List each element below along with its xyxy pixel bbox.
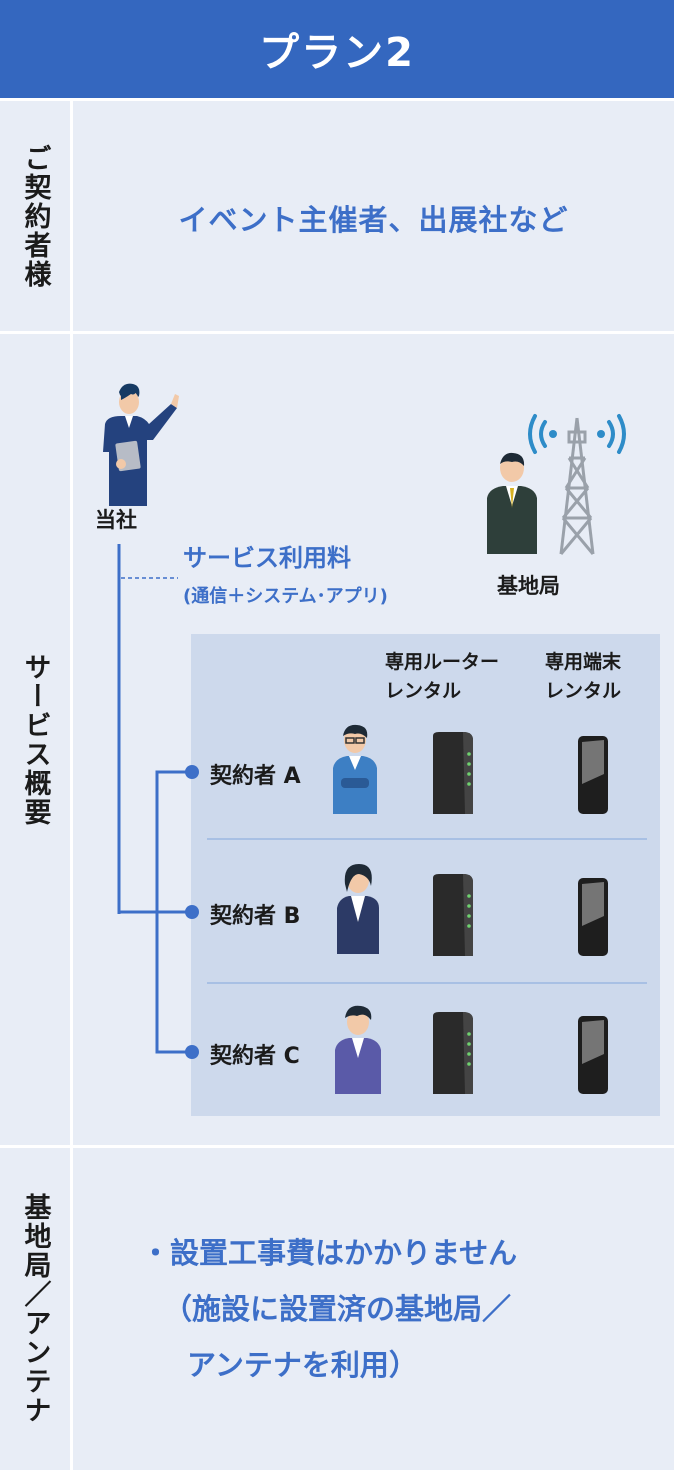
contractor-c-person-icon: [335, 1005, 381, 1094]
fee-title: サービス利用料: [183, 544, 351, 572]
terminal-header-line2: レンタル: [545, 680, 622, 702]
connector-dot: [185, 905, 199, 919]
contractor-label: ご契約者様: [19, 143, 51, 289]
connector-lines: [117, 544, 191, 1054]
router-header-line2: レンタル: [385, 680, 462, 702]
plan-title: プラン2: [0, 0, 674, 98]
row-label-overview: サービス概要: [0, 334, 70, 1145]
note-line-3: アンテナを利用）: [187, 1348, 418, 1382]
contractor-b-person-icon: [337, 864, 379, 954]
note-line-1: ・設置工事費はかかりません: [141, 1236, 518, 1270]
row-label-contractor: ご契約者様: [0, 101, 70, 331]
terminal-header-line1: 専用端末: [545, 651, 622, 673]
base-station-tower-icon: [528, 414, 626, 555]
contractor-c-label: 契約者 C: [210, 1044, 300, 1069]
overview-label: サービス概要: [19, 652, 51, 827]
connector-dot: [185, 765, 199, 779]
router-b-icon: [433, 874, 473, 956]
row-label-station: 基地局／アンテナ: [0, 1148, 70, 1470]
company-person-icon: [103, 383, 179, 506]
contractor-a-label: 契約者 A: [210, 764, 301, 789]
contractor-value: イベント主催者、出展社など: [178, 203, 569, 237]
row-contractor: イベント主催者、出展社など: [73, 101, 674, 331]
terminal-column-header: 専用端末 レンタル: [545, 648, 621, 706]
router-column-header: 専用ルーター レンタル: [385, 648, 499, 706]
terminal-c-icon: [578, 1016, 608, 1094]
station-staff-icon: [487, 452, 537, 554]
terminal-a-icon: [578, 736, 608, 814]
note-line-2: （施設に設置済の基地局／: [163, 1292, 512, 1326]
router-a-icon: [433, 732, 473, 814]
contractor-a-person-icon: [333, 724, 377, 814]
router-c-icon: [433, 1012, 473, 1094]
connector-dot: [185, 1045, 199, 1059]
terminal-b-icon: [578, 878, 608, 956]
fee-detail: (通信＋システム･アプリ): [183, 586, 388, 607]
company-label: 当社: [95, 508, 137, 532]
router-header-line1: 専用ルーター: [385, 651, 500, 673]
contractor-b-label: 契約者 B: [210, 904, 301, 929]
panel-divider: [207, 982, 647, 984]
station-label: 基地局: [497, 574, 560, 598]
row-station: ・設置工事費はかかりません （施設に設置済の基地局／ アンテナを利用）: [73, 1148, 674, 1470]
service-overview-diagram: 当社 サービス利用料 (通信＋システム･アプリ): [73, 334, 674, 1145]
panel-divider: [207, 838, 647, 840]
station-row-label: 基地局／アンテナ: [19, 1193, 51, 1425]
